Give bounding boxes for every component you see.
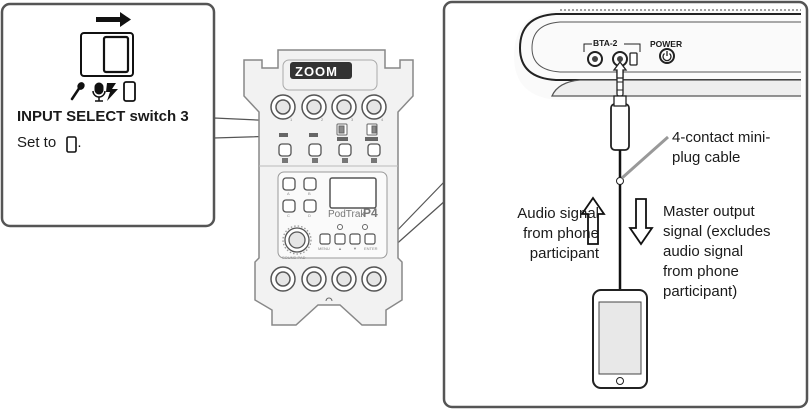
power-button-icon [659, 48, 675, 64]
audio-signal-label: Audio signal from phone participant [476, 204, 599, 264]
smartphone-icon [123, 81, 136, 102]
master-label-line-2: signal (excludes [663, 223, 771, 240]
plug-direction-arrow [612, 60, 628, 79]
mute-icons [282, 158, 377, 163]
volume-dial [282, 225, 312, 255]
smartphone-device [592, 289, 648, 389]
set-to-suffix: . [77, 134, 82, 151]
arrow-right-icon [96, 12, 131, 27]
cable-label: 4-contact mini- plug cable [672, 128, 770, 168]
master-label-line-1: Master output [663, 203, 755, 220]
arrow-up-icon [580, 196, 606, 245]
down-button-label: ▼ [353, 246, 357, 251]
audio-label-line-1: Audio signal [517, 205, 599, 222]
bta-bracket [583, 43, 641, 52]
podtrak-model-text: PodTrak [328, 209, 366, 220]
output-knobs-bottom [270, 266, 387, 292]
mute-buttons [278, 143, 381, 157]
master-label-line-3: audio signal [663, 243, 744, 260]
sound-pad-label: SOUND PAD [282, 255, 306, 260]
sound-pad-buttons [282, 177, 317, 213]
channel-number-4: 4 [381, 117, 384, 122]
smartphone-inline-icon [66, 136, 77, 153]
input-select-switch-label: INPUT SELECT switch 3 [17, 108, 189, 125]
master-output-label: Master output signal (excludes audio sig… [663, 202, 771, 302]
zoom-logo [290, 62, 352, 79]
cable-label-line-2: plug cable [672, 149, 741, 166]
jack-phone-icon [629, 52, 638, 66]
channel-number-3: 3 [351, 117, 354, 122]
zoom-brand-text: ZOOM [295, 64, 338, 79]
button-letter-b: B [308, 191, 311, 196]
audio-label-line-2: from phone [523, 225, 599, 242]
bta-2-label: BTA-2 [593, 38, 618, 48]
device-edge-closeup [514, 9, 801, 100]
callout-box [0, 2, 216, 228]
cable-label-line-1: 4-contact mini- [672, 129, 771, 146]
master-label-line-4: from phone [663, 263, 739, 280]
input-select-switches [336, 123, 378, 136]
switch-mini-icons [279, 133, 378, 141]
microphone-icon [70, 82, 85, 101]
detail-box [442, 0, 809, 409]
audio-label-line-3: participant [529, 245, 599, 262]
cable-leader-line [621, 135, 669, 180]
up-button-label: ▲ [338, 246, 342, 251]
input-knobs-top [270, 94, 387, 120]
device-screen [329, 177, 377, 209]
bta-jack-2 [612, 51, 628, 67]
button-letter-c: C [287, 213, 290, 218]
p4-model-number: P4 [363, 206, 378, 220]
channel-number-2: 2 [321, 117, 324, 122]
arrow-down-icon [628, 198, 654, 246]
enter-button-label: ENTER [364, 246, 378, 251]
channel-number-1: 1 [290, 117, 293, 122]
power-label: POWER [650, 39, 683, 49]
set-to-text: Set to [17, 134, 57, 151]
headset-mic-icon [92, 82, 118, 102]
cable-marker [616, 177, 624, 185]
bta-jack-1 [587, 51, 603, 67]
menu-buttons [319, 233, 376, 245]
set-to-instruction: Set to . [17, 134, 82, 151]
menu-button-label: MENU [318, 246, 330, 251]
button-letter-a: A [287, 191, 290, 196]
podtrak-device [243, 49, 414, 326]
master-label-line-5: participant) [663, 283, 738, 300]
button-letter-d: D [308, 213, 311, 218]
indicator-leds [337, 224, 368, 230]
headphone-icon [325, 297, 333, 302]
switch-icon [80, 32, 134, 77]
